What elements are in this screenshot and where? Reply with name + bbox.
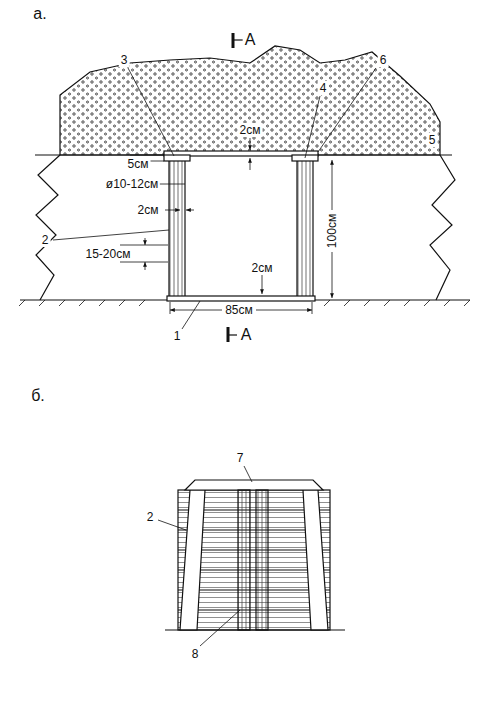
callout-number: 5	[427, 133, 438, 147]
post	[303, 490, 328, 630]
dimension-label: 5см	[126, 157, 151, 171]
post	[169, 160, 185, 298]
dimension-label: ø10-12см	[104, 177, 160, 191]
rock-mass	[60, 46, 440, 155]
figure-b	[158, 466, 345, 646]
dimension-label: 2см	[136, 203, 161, 217]
dimension-label: 15-20см	[84, 247, 133, 261]
break-line	[430, 155, 455, 300]
callout-number: 6	[378, 53, 389, 67]
callout-number: 8	[190, 647, 201, 661]
callout-number: 4	[318, 81, 329, 95]
dimension-label: 100см	[325, 212, 339, 250]
dimension-label: А	[243, 33, 258, 47]
dimension-label: а.	[31, 7, 48, 21]
boards	[178, 490, 330, 630]
callout-number: 2	[40, 233, 51, 247]
section-mark	[233, 39, 243, 40]
post	[180, 490, 205, 630]
callout-number: 2	[145, 510, 156, 524]
slat	[256, 490, 268, 630]
callout-number: 3	[119, 53, 130, 67]
section-mark	[228, 334, 237, 335]
callout-number: 7	[235, 451, 246, 465]
dimension-label: А	[239, 328, 254, 342]
dimension-label: б.	[29, 389, 47, 403]
post	[297, 160, 313, 298]
cap-beam	[185, 480, 323, 490]
callout-number: 1	[172, 329, 183, 343]
break-line	[36, 155, 60, 300]
leader-lines	[53, 68, 376, 329]
cap-block	[164, 155, 190, 161]
sill	[167, 296, 315, 301]
figure-a	[19, 33, 470, 342]
slat	[238, 490, 250, 630]
leader-lines	[158, 466, 252, 646]
dimension-label: 85см	[223, 303, 255, 317]
dimension-label: 2см	[238, 123, 263, 137]
dimension-label: 2см	[250, 261, 275, 275]
ground-line	[165, 629, 345, 630]
dimension-lines	[120, 138, 332, 314]
